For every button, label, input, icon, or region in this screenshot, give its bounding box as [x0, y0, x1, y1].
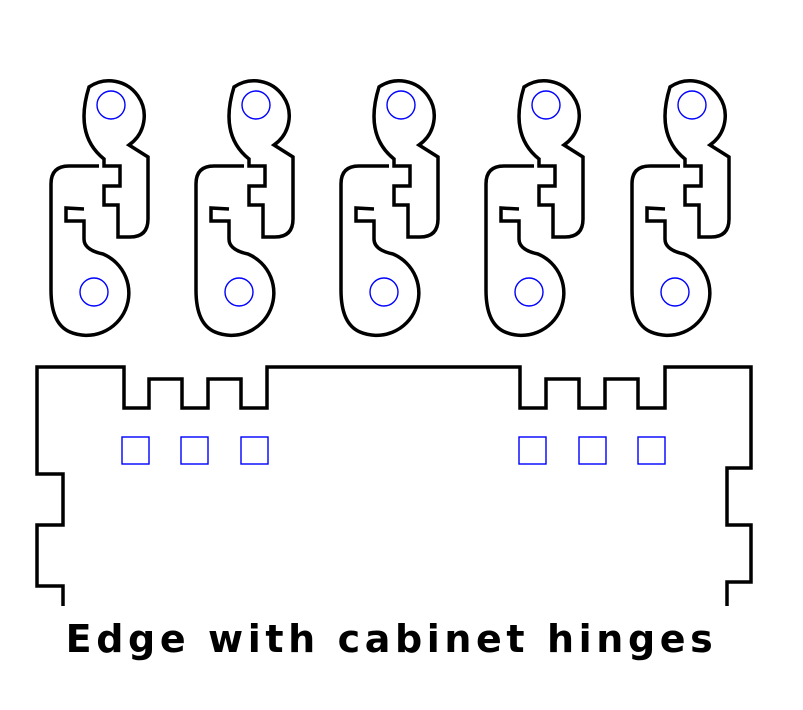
- hinge-slot-5: [578, 436, 607, 465]
- hinge-pivot-hole-top: [531, 90, 561, 120]
- hinge-pivot-hole-top: [96, 90, 126, 120]
- hinge-piece-4: [484, 79, 585, 338]
- hinge-slot-1: [121, 436, 150, 465]
- hinge-pivot-hole-top: [677, 90, 707, 120]
- hinge-pieces: [49, 79, 731, 338]
- hinge-outline: [630, 79, 731, 338]
- hinge-piece-1: [49, 79, 150, 338]
- hinge-outline: [49, 79, 150, 338]
- hinge-piece-2: [194, 79, 295, 338]
- hinge-pivot-hole-top: [386, 90, 416, 120]
- hinge-slot-4: [518, 436, 547, 465]
- edge-panel: [35, 365, 753, 606]
- hinge-piece-3: [339, 79, 440, 338]
- hinge-outline: [339, 79, 440, 338]
- hinge-slot-6: [637, 436, 666, 465]
- hinge-pivot-hole-top: [241, 90, 271, 120]
- hinge-outline: [194, 79, 295, 338]
- hinge-pivot-hole-bottom: [79, 277, 109, 307]
- hinge-pivot-hole-bottom: [369, 277, 399, 307]
- hinge-pivot-hole-bottom: [660, 277, 690, 307]
- hinge-pivot-hole-bottom: [224, 277, 254, 307]
- hinge-slot-3: [240, 436, 269, 465]
- hinge-outline: [484, 79, 585, 338]
- drawing-caption: Edge with cabinet hinges: [65, 617, 718, 661]
- hinge-piece-5: [630, 79, 731, 338]
- hinge-slot-2: [180, 436, 209, 465]
- panel-outline: [35, 365, 753, 606]
- hinge-pivot-hole-bottom: [514, 277, 544, 307]
